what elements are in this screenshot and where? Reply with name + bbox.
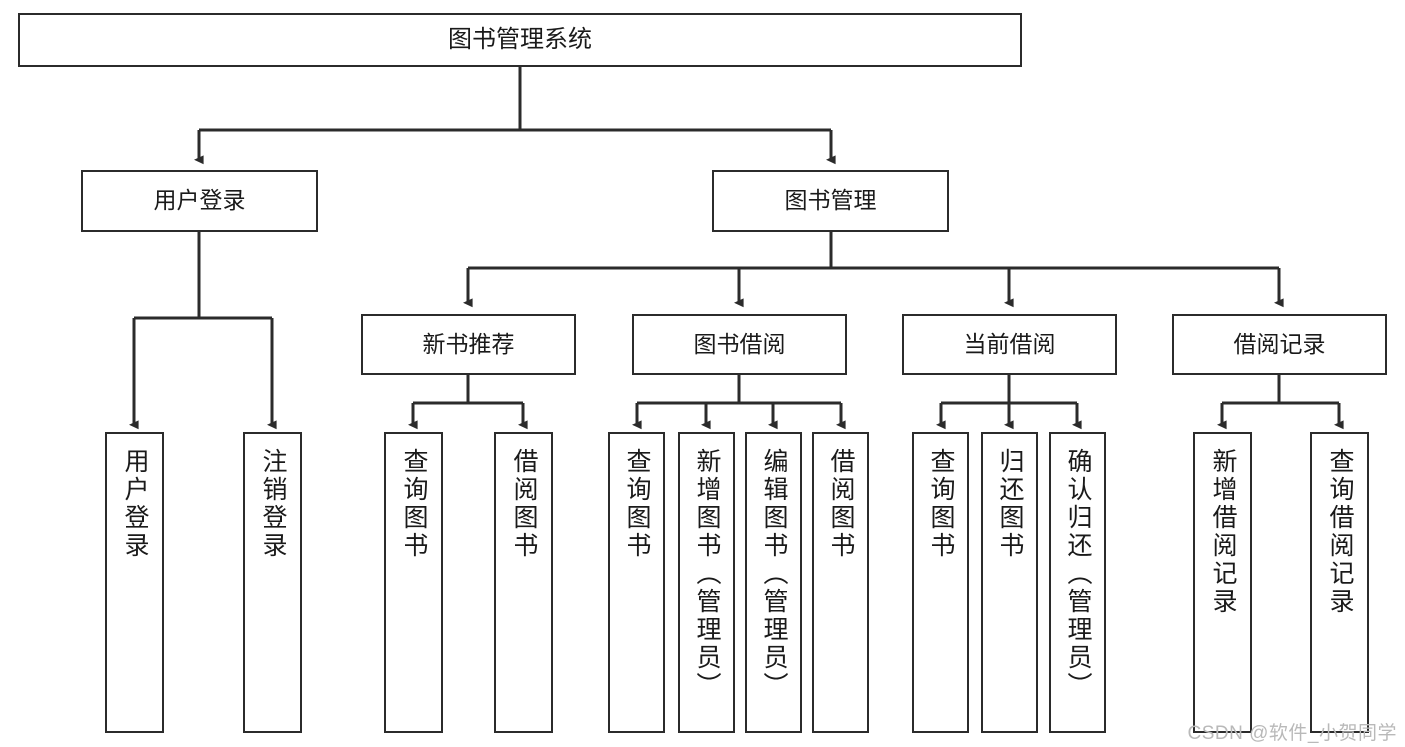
node-label: 借阅图书 xyxy=(510,448,538,560)
node-label: 注销登录 xyxy=(259,448,287,560)
leaf-record-query-record[interactable]: 查询借阅记录 xyxy=(1310,432,1369,733)
node-label: 确认归还（管理员） xyxy=(1064,448,1092,700)
node-label: 用户登录 xyxy=(153,187,246,214)
node-current-borrow[interactable]: 当前借阅 xyxy=(902,314,1117,375)
node-user-login[interactable]: 用户登录 xyxy=(81,170,318,232)
leaf-record-add-record[interactable]: 新增借阅记录 xyxy=(1193,432,1252,733)
node-borrow-record[interactable]: 借阅记录 xyxy=(1172,314,1387,375)
node-label: 新增借阅记录 xyxy=(1209,448,1237,616)
node-new-book-recommend[interactable]: 新书推荐 xyxy=(361,314,576,375)
node-label: 查询图书 xyxy=(927,448,955,560)
node-label: 新增图书（管理员） xyxy=(693,448,721,700)
leaf-current-return-book[interactable]: 归还图书 xyxy=(981,432,1038,733)
node-book-borrow[interactable]: 图书借阅 xyxy=(632,314,847,375)
node-label: 新书推荐 xyxy=(422,330,515,357)
csdn-watermark: CSDN @软件_小贺同学 xyxy=(1187,723,1397,744)
node-label: 查询图书 xyxy=(623,448,651,560)
node-label: 图书管理 xyxy=(784,187,877,214)
node-label: 查询图书 xyxy=(400,448,428,560)
node-label: 借阅图书 xyxy=(827,448,855,560)
leaf-current-query-book[interactable]: 查询图书 xyxy=(912,432,969,733)
leaf-borrow-query-book[interactable]: 查询图书 xyxy=(608,432,665,733)
node-root-system[interactable]: 图书管理系统 xyxy=(18,13,1022,67)
node-label: 归还图书 xyxy=(996,448,1024,560)
node-label: 图书管理系统 xyxy=(448,25,592,53)
node-label: 借阅记录 xyxy=(1233,330,1326,357)
leaf-borrow-edit-book-admin[interactable]: 编辑图书（管理员） xyxy=(745,432,802,733)
node-label: 编辑图书（管理员） xyxy=(760,448,788,700)
leaf-current-confirm-return-admin[interactable]: 确认归还（管理员） xyxy=(1049,432,1106,733)
leaf-recommend-borrow-book[interactable]: 借阅图书 xyxy=(494,432,553,733)
node-label: 查询借阅记录 xyxy=(1326,448,1354,616)
leaf-recommend-query-book[interactable]: 查询图书 xyxy=(384,432,443,733)
node-label: 用户登录 xyxy=(121,448,149,560)
node-book-management[interactable]: 图书管理 xyxy=(712,170,949,232)
leaf-user-login-login[interactable]: 用户登录 xyxy=(105,432,164,733)
leaf-user-login-logout[interactable]: 注销登录 xyxy=(243,432,302,733)
node-label: 当前借阅 xyxy=(963,330,1056,357)
node-label: 图书借阅 xyxy=(693,330,786,357)
leaf-borrow-add-book-admin[interactable]: 新增图书（管理员） xyxy=(678,432,735,733)
leaf-borrow-borrow-book[interactable]: 借阅图书 xyxy=(812,432,869,733)
